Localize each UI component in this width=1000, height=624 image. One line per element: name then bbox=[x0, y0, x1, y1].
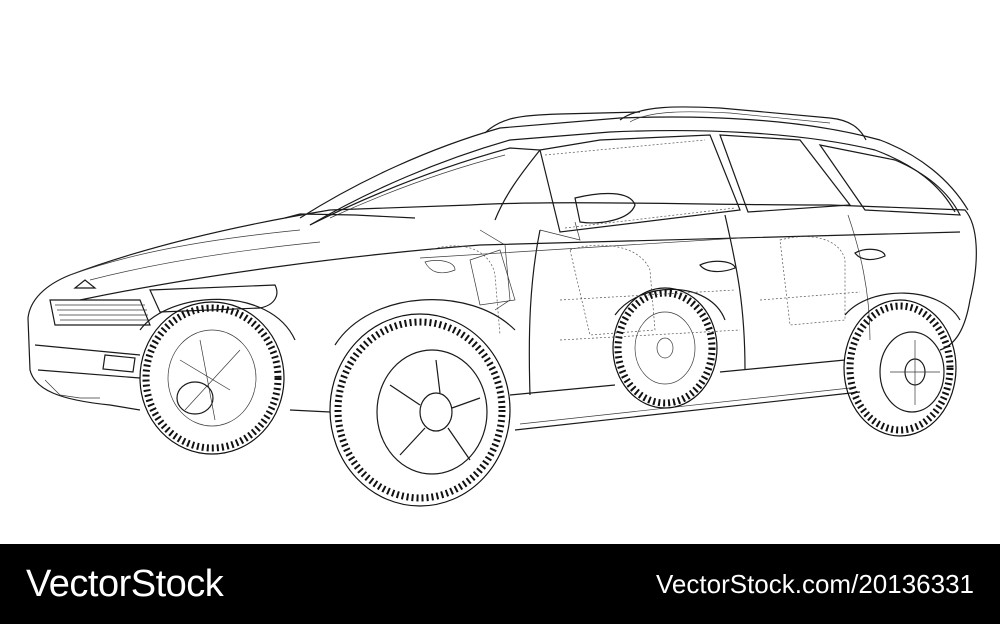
vectorstock-logo: VectorStock bbox=[26, 562, 224, 605]
rear-far-wheel bbox=[612, 287, 718, 409]
watermark-footer: VectorStock VectorStock.com/20136331 bbox=[0, 544, 1000, 624]
front-far-wheel bbox=[139, 301, 285, 455]
station-wagon-wireframe-icon bbox=[27, 106, 977, 507]
front-near-wheel bbox=[329, 313, 511, 507]
rear-near-wheel bbox=[843, 299, 957, 437]
car-wireframe-illustration bbox=[27, 106, 977, 507]
image-id-label: VectorStock.com/20136331 bbox=[656, 568, 974, 599]
